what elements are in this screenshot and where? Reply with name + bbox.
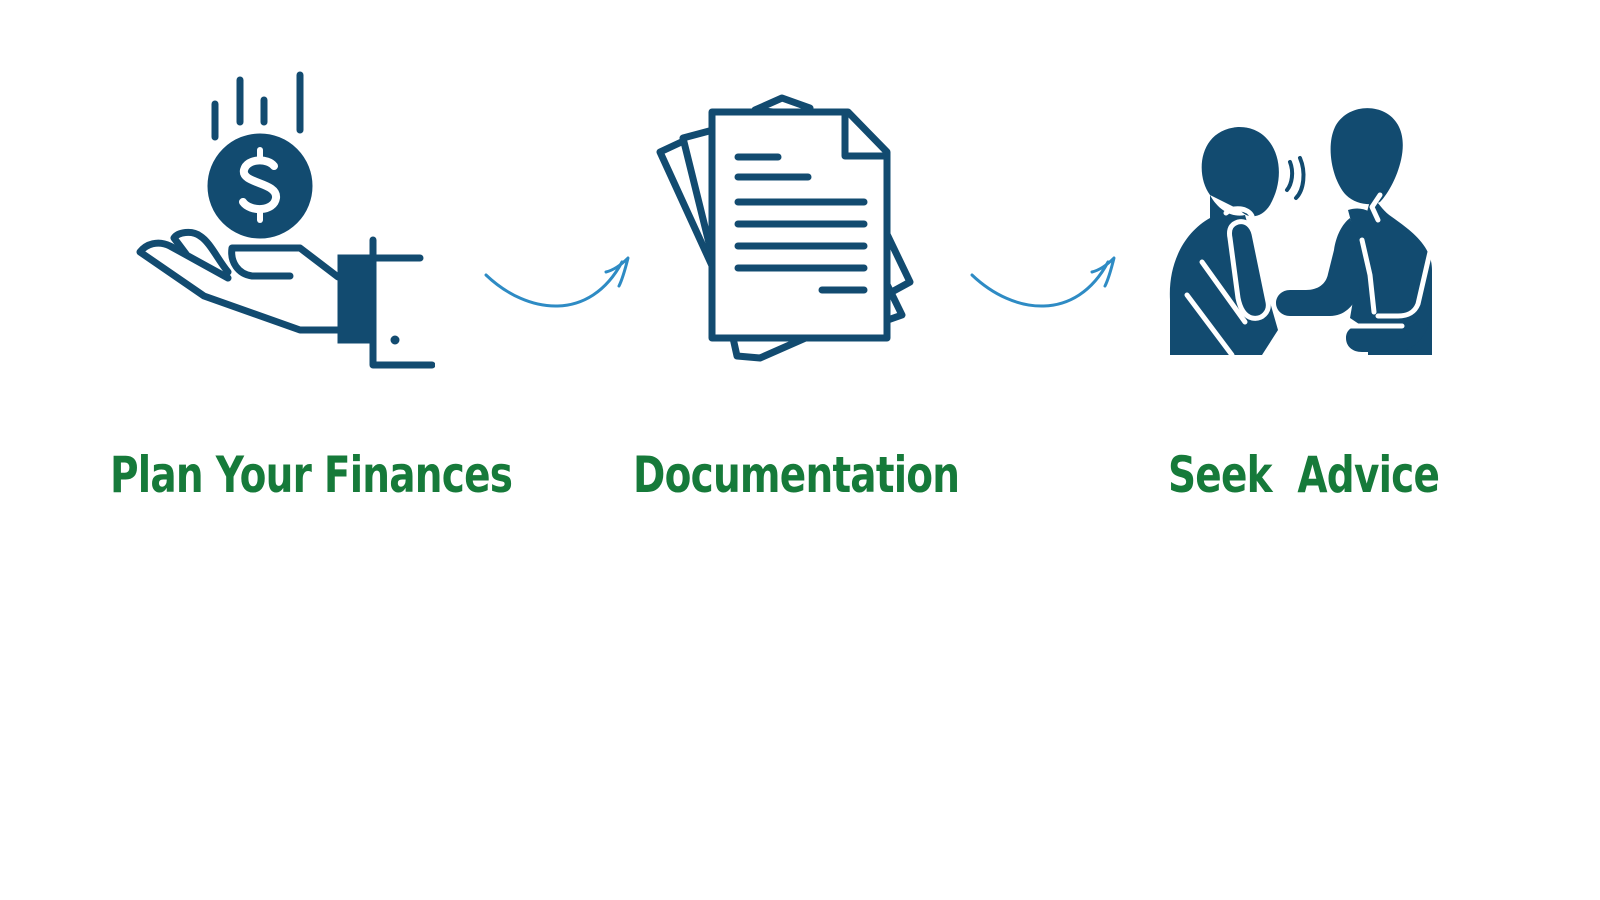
documents-icon xyxy=(656,94,914,362)
hand-coin-dollar-icon xyxy=(136,71,435,369)
step-label-documentation: Documentation xyxy=(633,446,960,504)
curved-arrow-icon xyxy=(970,256,1116,308)
step-label-seek-advice: Seek Advice xyxy=(1168,446,1440,504)
curved-arrow-icon xyxy=(484,256,630,308)
step-label-plan-finances: Plan Your Finances xyxy=(110,446,513,504)
sleeve xyxy=(369,236,435,369)
falling-lines xyxy=(211,71,304,141)
text-lines xyxy=(734,153,868,294)
consultation-people-icon xyxy=(1169,108,1433,358)
hand-outline xyxy=(136,228,342,334)
